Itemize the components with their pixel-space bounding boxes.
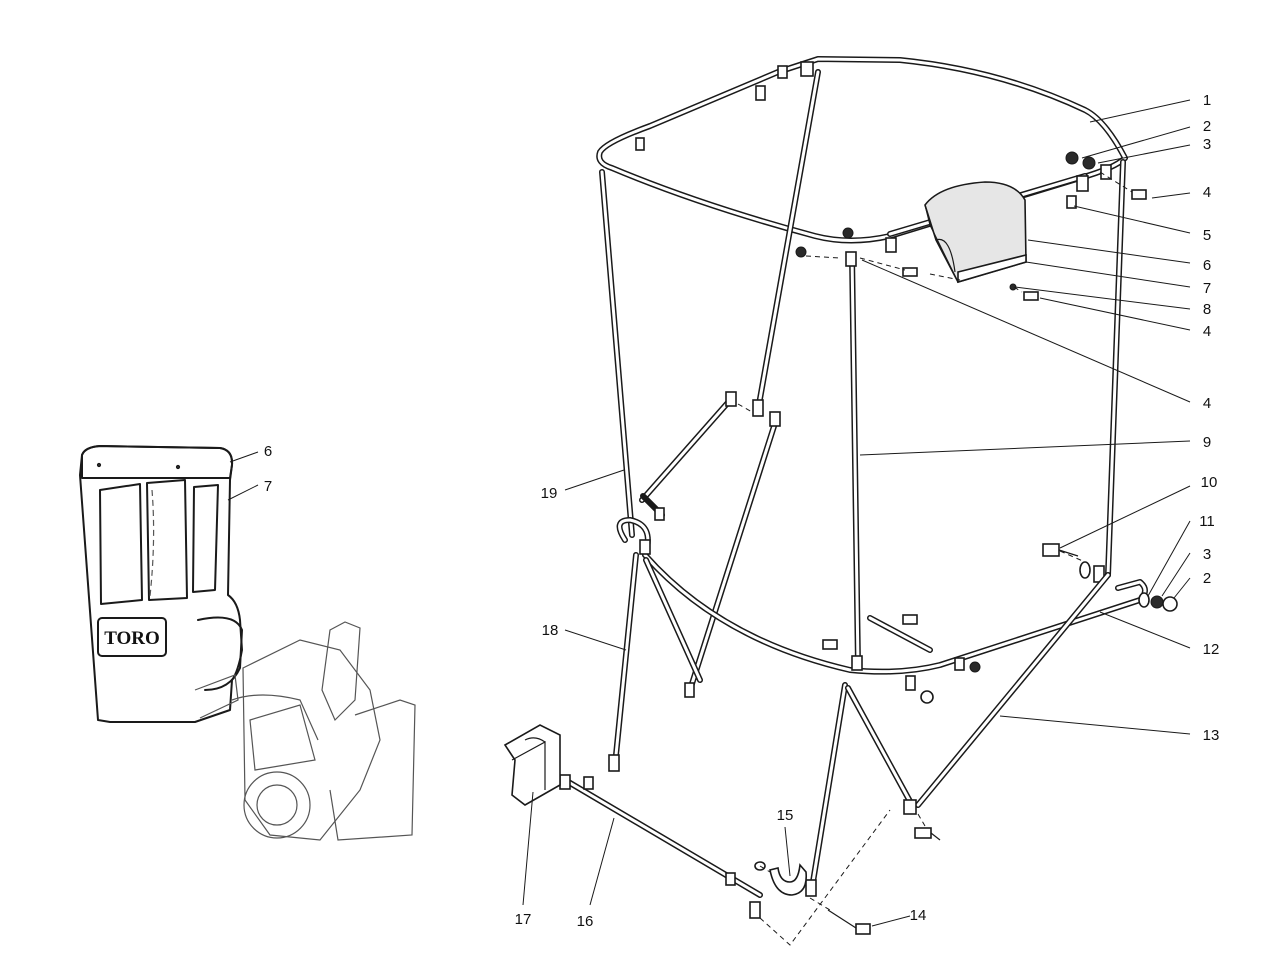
callout-10: 10 [1201,474,1218,491]
callout-8: 8 [1203,301,1211,318]
callout-15: 15 [777,807,794,824]
callout-19: 19 [541,485,558,502]
leader-lines [227,99,1191,927]
toro-brand-label: TORO [104,628,160,649]
callout-labels: 6 7 1 2 3 4 5 6 7 8 4 4 9 10 11 3 2 12 1… [264,92,1220,930]
callout-1: 1 [1203,92,1211,109]
callout-2b: 2 [1203,570,1211,587]
callout-9: 9 [1203,434,1211,451]
callout-18: 18 [542,622,559,639]
callout-14: 14 [910,907,927,924]
callout-2: 2 [1203,118,1211,135]
callout-11: 11 [1199,513,1215,530]
upper-frame-loop [596,56,1128,253]
callout-12: 12 [1203,641,1220,658]
callout-4c: 4 [1203,395,1211,412]
exploded-frame [503,56,1178,946]
callout-17: 17 [515,911,532,928]
callout-6: 6 [1203,257,1211,274]
inset-assembled-cab: TORO [79,445,416,841]
callout-7: 7 [1203,280,1211,297]
snowthrower-outline [231,621,416,841]
callout-3: 3 [1203,136,1211,153]
callout-13: 13 [1203,727,1220,744]
callout-5: 5 [1203,227,1211,244]
callout-16: 16 [577,913,594,930]
callout-4b: 4 [1203,323,1211,340]
callout-4: 4 [1203,184,1211,201]
callout-3b: 3 [1203,546,1211,563]
hardware-fasteners [795,151,1178,935]
inset-callout-7: 7 [264,478,272,495]
inset-callout-6: 6 [264,443,272,460]
